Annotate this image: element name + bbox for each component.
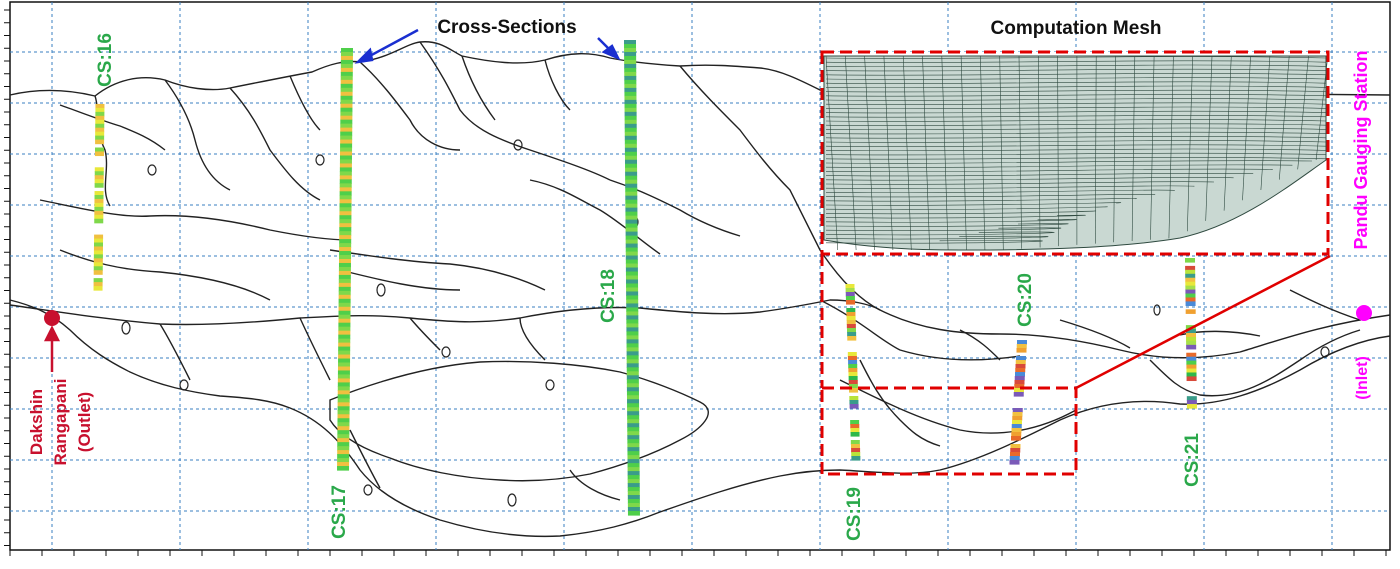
outlet-role-label: (Outlet) [75,392,94,452]
cs20-label: CS:20 [1015,273,1036,327]
mesh-grid-lines [825,55,1329,251]
cs18-label: CS:18 [598,269,619,323]
computation-mesh-inset [820,50,1330,256]
cross-sections-title: Cross-Sections [437,17,576,38]
small-islands [121,139,1330,507]
inlet-role-label: (Inlet) [1354,356,1371,400]
arrow-to-cs17 [365,28,419,60]
arrow-head-cs17 [354,47,374,64]
outlet-station-marker [44,310,60,326]
zoom-connector-right [1075,254,1331,390]
cross-section-strips [93,40,1197,516]
zoom-region-box [820,386,1078,476]
cs17-label: CS:17 [329,485,350,539]
river-channel-lines [9,41,1391,538]
map-border [9,1,1391,551]
cs21-label: CS:21 [1182,433,1203,487]
cs19-label: CS:19 [844,487,865,541]
computation-mesh-title: Computation Mesh [991,18,1162,39]
inlet-station-name: Pandu Gauging Station [1351,51,1371,250]
left-axis-ticks [4,9,10,546]
cross-section-arrows [354,28,621,64]
mesh-inset-frame [820,50,1330,256]
coordinate-grid [10,2,1390,550]
inlet-station-marker [1356,305,1372,321]
arrow-head-cs18 [601,44,621,61]
outlet-name-line1: Dakshin [27,389,46,455]
outlet-arrow [43,325,61,372]
outlet-name-line2: Rangapani [51,379,70,466]
bottom-axis-ticks [9,550,1387,556]
cs16-label: CS:16 [95,33,116,87]
